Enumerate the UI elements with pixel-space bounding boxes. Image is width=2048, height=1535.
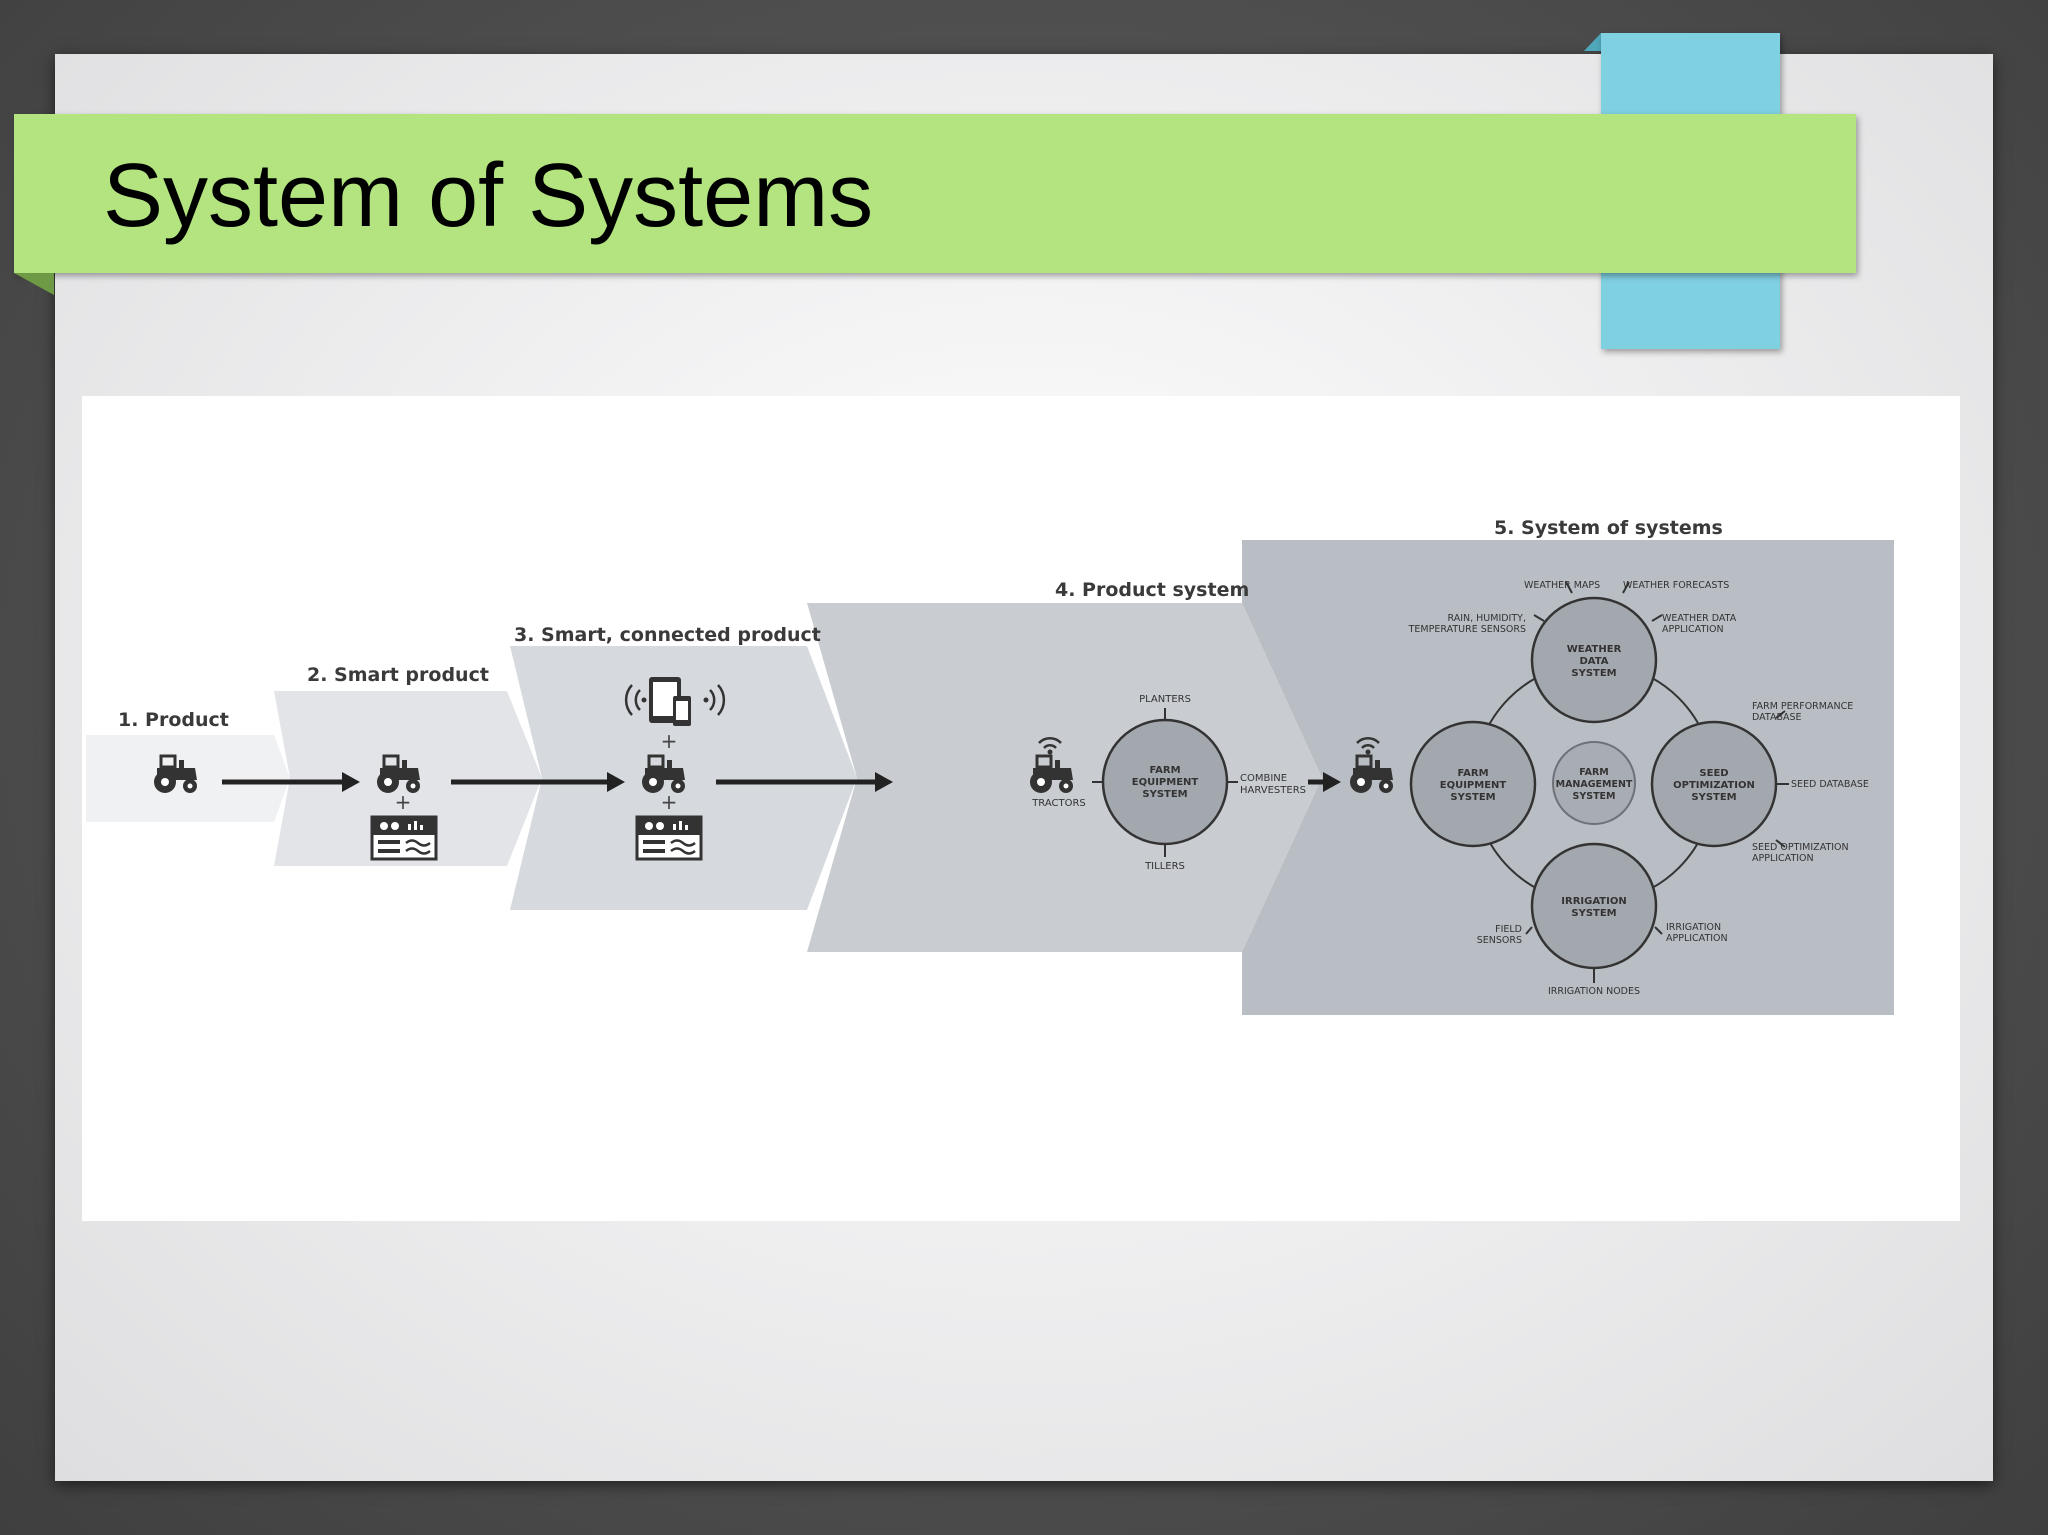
node-label-line: IRRIGATION	[1561, 896, 1626, 907]
stage-4-label: 4. Product system	[1055, 579, 1249, 601]
seed-system-node	[1650, 720, 1778, 848]
tablet-phone-icon	[649, 677, 691, 726]
plus-sign: +	[661, 790, 678, 814]
node-label-line: FARM	[1457, 768, 1488, 779]
node-label-line: SYSTEM	[1691, 792, 1736, 803]
tractors-label: TRACTORS	[1031, 798, 1086, 809]
planters-label: PLANTERS	[1139, 694, 1191, 705]
farm-management-hub	[1552, 741, 1636, 825]
farm-performance-db-label: DATABASE	[1752, 712, 1802, 723]
slide-title: System of Systems	[103, 146, 874, 246]
field-sensors-label: SENSORS	[1477, 935, 1522, 946]
system-of-systems-diagram: 1. Product 2. Smart product 3. Smart, co…	[86, 517, 1894, 1015]
harvesters-label: HARVESTERS	[1240, 785, 1306, 796]
hub-label-line: FARM	[1149, 765, 1180, 776]
hub-label-line: FARM	[1579, 767, 1609, 778]
title-band-fold	[14, 273, 54, 295]
stage-2-label: 2. Smart product	[307, 664, 489, 686]
stage-1-label: 1. Product	[118, 709, 229, 731]
stage-5-label: 5. System of systems	[1494, 517, 1723, 539]
seed-optimization-app-label: SEED OPTIMIZATION	[1752, 842, 1849, 853]
seed-database-label: SEED DATABASE	[1791, 779, 1869, 790]
irrigation-app-label: APPLICATION	[1666, 933, 1728, 944]
seed-optimization-app-label: APPLICATION	[1752, 853, 1814, 864]
tillers-label: TILLERS	[1144, 861, 1185, 872]
hub-label-line: EQUIPMENT	[1132, 777, 1199, 788]
rain-sensors-label: RAIN, HUMIDITY,	[1447, 613, 1526, 624]
signal-waves-icon	[624, 684, 726, 716]
rain-sensors-label: TEMPERATURE SENSORS	[1408, 624, 1526, 635]
stage-3-label: 3. Smart, connected product	[514, 624, 821, 646]
arrow-head-icon	[875, 772, 893, 792]
plus-sign: +	[661, 729, 678, 753]
blue-tab-fold	[1584, 33, 1601, 51]
plus-sign: +	[395, 790, 412, 814]
combine-label: COMBINE	[1240, 773, 1287, 784]
node-label-line: SYSTEM	[1571, 908, 1616, 919]
node-label-line: SYSTEM	[1450, 792, 1495, 803]
hub-label-line: SYSTEM	[1573, 791, 1616, 802]
equipment-system-node	[1409, 720, 1537, 848]
node-label-line: SYSTEM	[1571, 668, 1616, 679]
hub-label-line: MANAGEMENT	[1556, 779, 1633, 790]
irrigation-app-label: IRRIGATION	[1666, 922, 1721, 933]
weather-system-node	[1530, 596, 1658, 724]
weather-app-label: WEATHER DATA	[1662, 613, 1737, 624]
farm-equipment-hub	[1101, 718, 1229, 846]
node-label-line: WEATHER	[1567, 644, 1622, 655]
dashboard-icon	[370, 815, 438, 861]
farm-performance-db-label: FARM PERFORMANCE	[1752, 701, 1853, 712]
diagram-figure: 1. Product 2. Smart product 3. Smart, co…	[82, 396, 1960, 1221]
title-band	[14, 114, 1856, 273]
arrow-head-icon	[342, 772, 360, 792]
arrow-head-icon	[607, 772, 625, 792]
irrigation-system-node	[1530, 842, 1658, 970]
node-label-line: OPTIMIZATION	[1673, 780, 1755, 791]
node-label-line: SEED	[1699, 768, 1728, 779]
dashboard-icon	[635, 815, 703, 861]
irrigation-nodes-label: IRRIGATION NODES	[1548, 986, 1640, 997]
weather-app-label: APPLICATION	[1662, 624, 1724, 635]
weather-forecasts-label: WEATHER FORECASTS	[1623, 580, 1729, 591]
arrow-head-icon	[1323, 772, 1341, 792]
node-label-line: EQUIPMENT	[1440, 780, 1507, 791]
node-label-line: DATA	[1579, 656, 1608, 667]
field-sensors-label: FIELD	[1495, 924, 1522, 935]
hub-label-line: SYSTEM	[1142, 789, 1187, 800]
weather-maps-label: WEATHER MAPS	[1524, 580, 1600, 591]
